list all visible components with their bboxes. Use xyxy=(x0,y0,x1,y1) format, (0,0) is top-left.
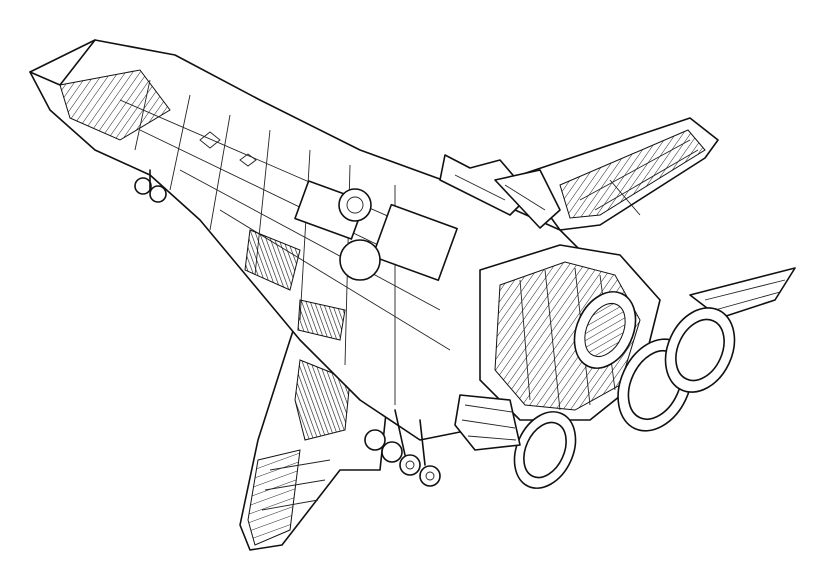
landing-gear xyxy=(134,169,441,487)
tail-fins xyxy=(439,154,561,229)
right-wing xyxy=(519,117,719,231)
exhaust-nozzles xyxy=(454,291,736,489)
